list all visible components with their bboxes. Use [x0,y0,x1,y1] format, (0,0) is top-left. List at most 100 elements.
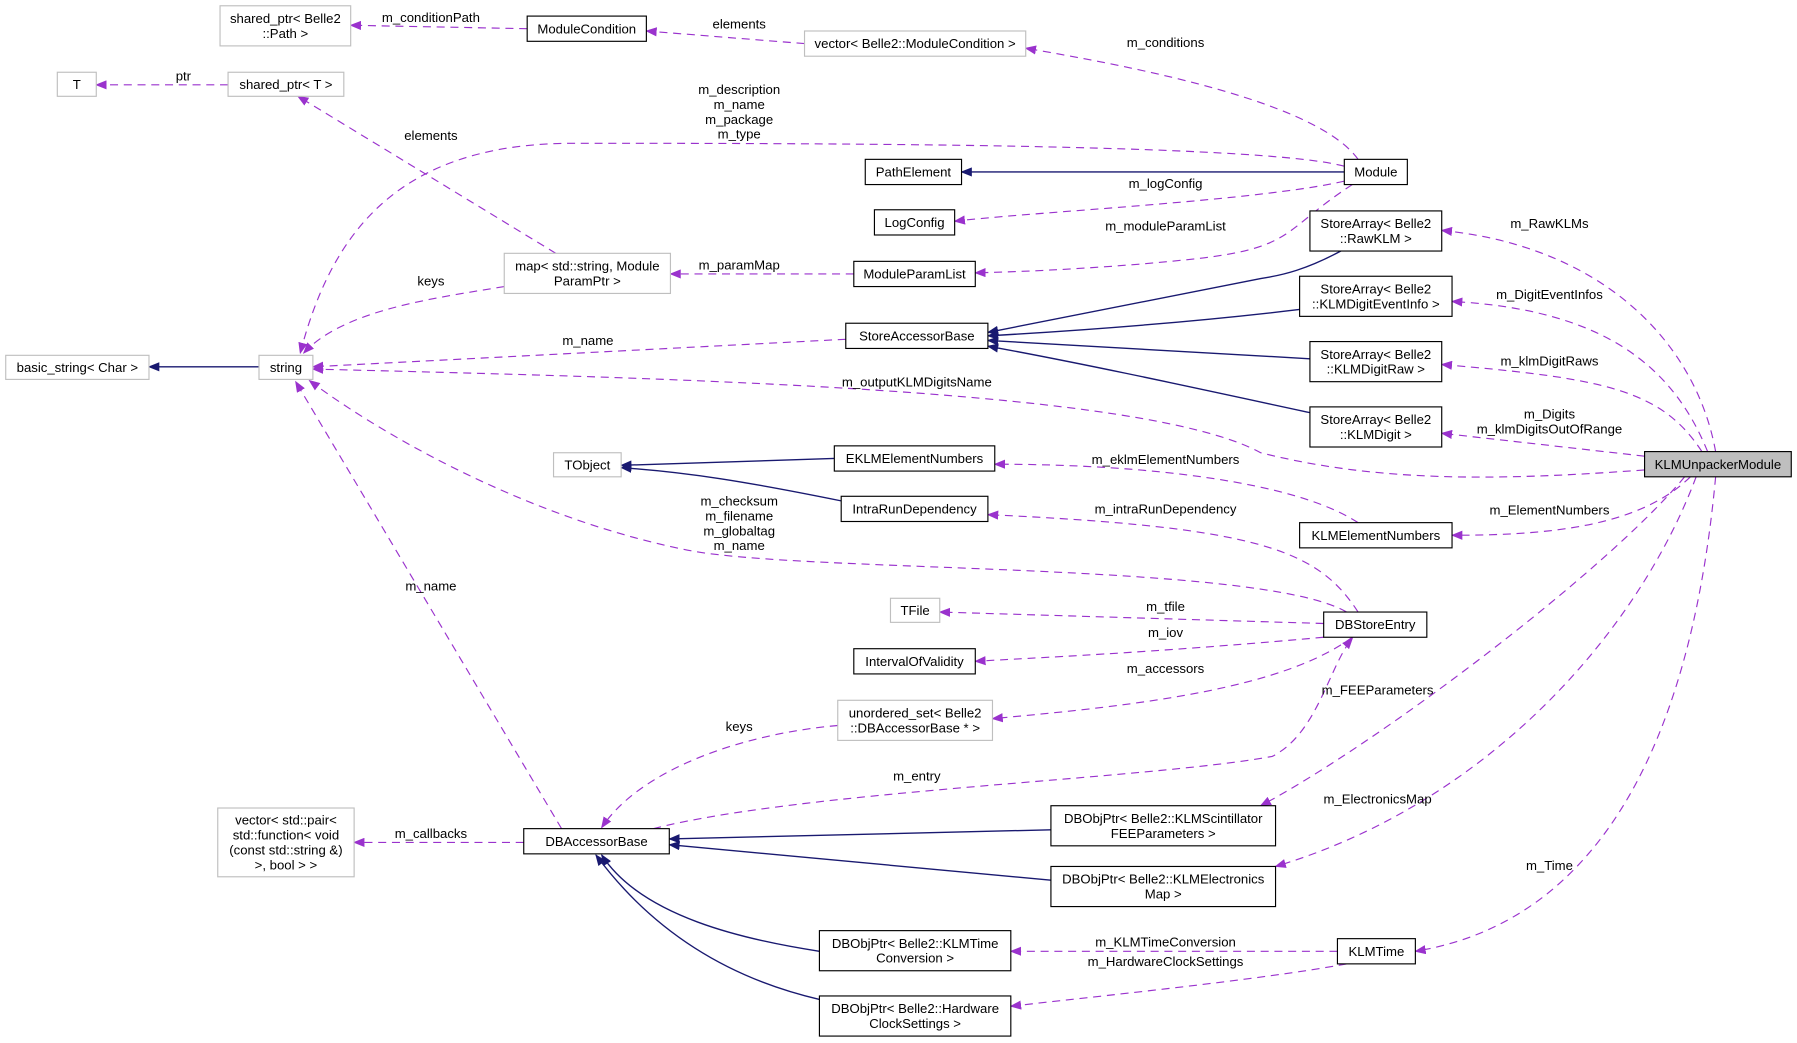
edge-label: m_ElectronicsMap [1323,791,1431,806]
node-label: StoreArray< Belle2 [1320,281,1431,296]
node-label: KLMTime [1348,944,1404,959]
edge-label: m_logConfig [1129,176,1203,191]
node-box [1309,406,1443,448]
node-box [503,252,672,295]
node-eklm-element-numbers[interactable]: EKLMElementNumbers [833,445,996,472]
node-box [1309,340,1443,383]
node-vector-module-condition[interactable]: vector< Belle2::ModuleCondition > [803,30,1027,57]
edge-label: m_entry [893,769,941,784]
node-shared-ptr-path[interactable]: shared_ptr< Belle2::Path > [219,5,352,47]
edge-label: m_name [405,578,456,593]
edge-label: m_RawKLMs [1510,216,1589,231]
node-box [803,30,1027,57]
node-box [853,260,976,288]
node-storearray-digit-event-info[interactable]: StoreArray< Belle2::KLMDigitEventInfo > [1299,275,1453,317]
node-unordered-set[interactable]: unordered_set< Belle2::DBAccessorBase * … [837,699,994,741]
node-t[interactable]: T [56,71,97,97]
node-klm-unpacker-module[interactable]: KLMUnpackerModule [1644,451,1792,478]
member-edge [601,724,838,829]
member-edge [991,636,1353,723]
node-db-accessor-base[interactable]: DBAccessorBase [523,828,670,855]
node-string[interactable]: string [258,354,314,380]
node-label: string [270,360,302,375]
member-edge [349,20,528,31]
edge-label: m_name [714,97,765,112]
node-label: PathElement [876,165,952,180]
edge-label: ptr [176,68,192,83]
node-dbobjptr-fee-parameters[interactable]: DBObjPtr< Belle2::KLMScintillatorFEEPara… [1050,805,1277,847]
node-vector-pair-callbacks[interactable]: vector< std::pair<std::function< void(co… [217,807,355,878]
node-box [833,445,996,472]
node-dbobjptr-time-conversion[interactable]: DBObjPtr< Belle2::KLMTimeConversion > [818,930,1012,972]
node-dbobjptr-hardware-clock[interactable]: DBObjPtr< Belle2::HardwareClockSettings … [818,995,1012,1037]
node-box [1050,865,1277,908]
edge-label: keys [417,273,444,288]
node-box [840,495,989,523]
node-interval-of-validity[interactable]: IntervalOfValidity [853,648,976,675]
node-label: DBStoreEntry [1335,617,1416,632]
node-label: ::Path > [263,26,309,41]
node-label: StoreArray< Belle2 [1320,412,1431,427]
node-box [1299,275,1453,317]
edge-label: m_Digits [1524,406,1576,421]
node-tobject[interactable]: TObject [552,452,622,478]
node-box [1336,938,1416,965]
inheritance-edge [668,841,1051,881]
node-tfile[interactable]: TFile [889,597,941,623]
node-label: shared_ptr< T > [239,77,332,92]
member-edge [653,637,1354,830]
node-log-config[interactable]: LogConfig [873,209,956,236]
node-label: StoreArray< Belle2 [1320,347,1431,362]
node-shared-ptr-t[interactable]: shared_ptr< T > [227,71,345,97]
edge-label: m_HardwareClockSettings [1088,954,1244,969]
node-module[interactable]: Module [1343,158,1408,186]
member-edge [296,95,557,254]
node-label: >, bool > > [255,857,318,872]
node-label: ParamPtr > [554,273,621,288]
node-label: TObject [564,457,610,472]
edge-label: m_name [562,333,613,348]
edge-label: m_klmDigitRaws [1500,354,1598,369]
edge-label: m_moduleParamList [1105,218,1226,233]
node-storearray-digit-raw[interactable]: StoreArray< Belle2::KLMDigitRaw > [1309,340,1443,383]
node-store-accessor-base[interactable]: StoreAccessorBase [845,322,989,350]
node-box [873,209,956,236]
node-box [1050,805,1277,847]
inheritance-edge [620,457,835,470]
node-module-condition[interactable]: ModuleCondition [526,15,647,42]
node-box [1309,210,1443,252]
inheritance-edge [668,829,1051,844]
node-label: ::RawKLM > [1340,231,1412,246]
member-edge [974,636,1324,666]
member-edge [993,459,1359,524]
member-edge [1009,963,1347,1010]
node-label: shared_ptr< Belle2 [230,11,341,26]
node-klm-time[interactable]: KLMTime [1336,938,1416,965]
node-storearray-rawklm[interactable]: StoreArray< Belle2::RawKLM > [1309,210,1443,252]
node-box [227,71,345,97]
node-label: unordered_set< Belle2 [849,705,982,720]
node-label: (const std::string &) [229,842,342,857]
node-storearray-digit[interactable]: StoreArray< Belle2::KLMDigit > [1309,406,1443,448]
edge-label: m_ElementNumbers [1489,503,1609,518]
node-path-element[interactable]: PathElement [864,158,963,186]
node-label: FEEParameters > [1111,826,1216,841]
node-db-store-entry[interactable]: DBStoreEntry [1323,611,1428,638]
edge-label: m_conditions [1127,35,1205,50]
node-klm-element-numbers[interactable]: KLMElementNumbers [1299,522,1453,549]
edge-label: m_tfile [1146,599,1185,614]
node-label: vector< Belle2::ModuleCondition > [815,36,1016,51]
node-label: vector< std::pair< [235,813,337,828]
node-box [889,597,941,623]
edge-label: m_globaltag [703,523,775,538]
node-intra-run-dependency[interactable]: IntraRunDependency [840,495,989,523]
node-basic-string[interactable]: basic_string< Char > [5,354,150,380]
nodes-layer: shared_ptr< Belle2::Path > ModuleConditio… [5,5,1792,1037]
node-label: Map > [1145,887,1182,902]
node-module-param-list[interactable]: ModuleParamList [853,260,976,288]
edge-label: m_Time [1526,858,1573,873]
